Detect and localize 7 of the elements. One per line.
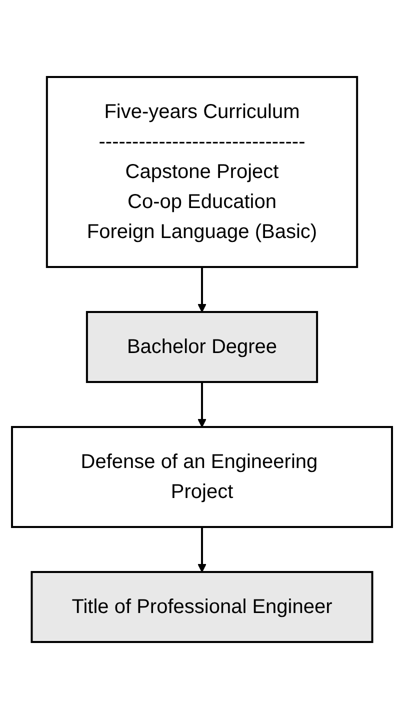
node-box: Bachelor Degree	[86, 311, 318, 383]
node-box: Defense of an Engineering Project	[11, 426, 393, 528]
node-box: Title of Professional Engineer	[30, 571, 374, 643]
arrow	[198, 267, 206, 312]
node-box: Five-years Curriculum ------------------------------- Capstone Project Co-op Education Foreign Language (Basic)	[46, 76, 358, 268]
arrow	[198, 382, 206, 428]
arrow	[198, 527, 206, 572]
